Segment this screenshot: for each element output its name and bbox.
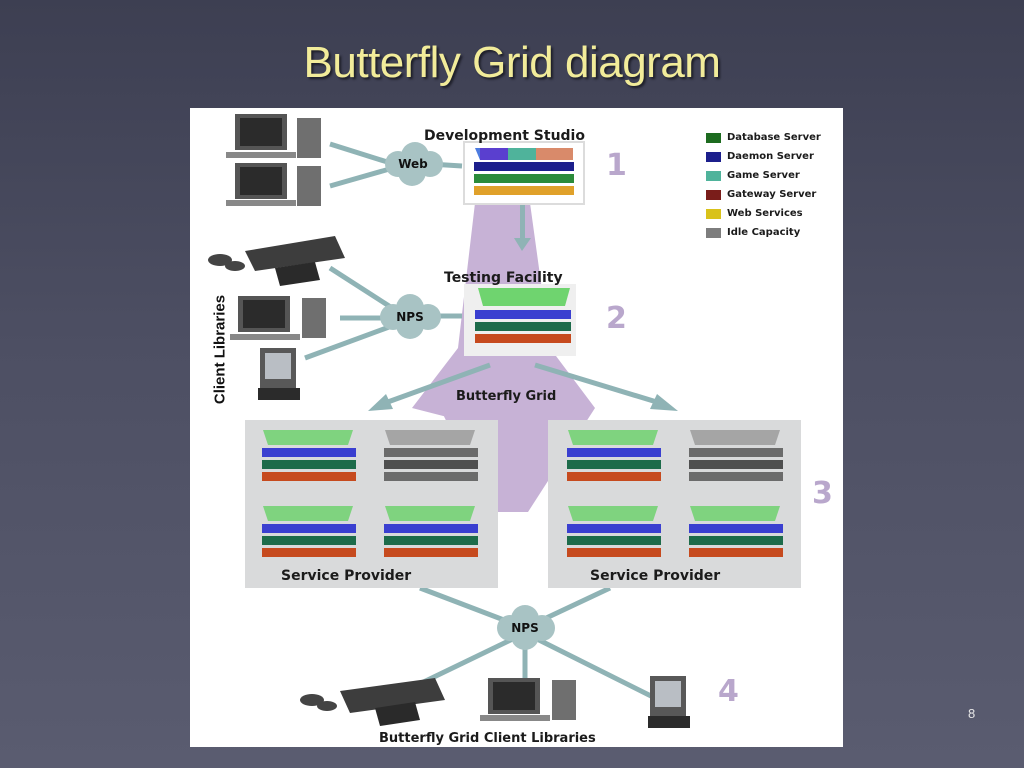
client-libraries-caption: Butterfly Grid Client Libraries bbox=[379, 731, 596, 746]
desktop-computer-icon bbox=[226, 163, 321, 206]
legend-label: Game Server bbox=[727, 170, 800, 181]
nps-cloud-label: NPS bbox=[511, 621, 539, 635]
testing-facility-label: Testing Facility bbox=[444, 270, 563, 286]
butterfly-grid-diagram: Development Studio Testing Facility Butt… bbox=[190, 108, 843, 747]
legend-item: Web Services bbox=[706, 204, 821, 223]
diagram-graphics bbox=[208, 114, 801, 728]
cloud-icon bbox=[385, 142, 443, 186]
page-number: 8 bbox=[968, 706, 976, 721]
server-rack-icon bbox=[567, 430, 661, 481]
step-number: 1 bbox=[606, 148, 627, 183]
game-console-icon bbox=[208, 236, 345, 286]
development-studio-label: Development Studio bbox=[424, 128, 585, 144]
legend-item: Game Server bbox=[706, 166, 821, 185]
step-number: 2 bbox=[606, 301, 627, 336]
legend-swatch bbox=[706, 170, 721, 181]
legend-swatch bbox=[706, 189, 721, 200]
legend-item: Database Server bbox=[706, 128, 821, 147]
server-rack-icon bbox=[689, 506, 783, 557]
legend-item: Daemon Server bbox=[706, 147, 821, 166]
step-number: 3 bbox=[812, 476, 833, 511]
butterfly-grid-label: Butterfly Grid bbox=[456, 389, 557, 404]
legend-item: Idle Capacity bbox=[706, 223, 821, 242]
legend-swatch bbox=[706, 132, 721, 143]
legend-label: Gateway Server bbox=[727, 189, 817, 200]
service-provider-box bbox=[245, 420, 498, 588]
legend: Database Server Daemon Server Game Serve… bbox=[706, 128, 821, 242]
step-number: 4 bbox=[718, 674, 739, 709]
service-provider-label: Service Provider bbox=[281, 568, 412, 584]
legend-swatch bbox=[706, 227, 721, 238]
legend-item: Gateway Server bbox=[706, 185, 821, 204]
server-rack-icon bbox=[567, 506, 661, 557]
nps-cloud-label: NPS bbox=[396, 310, 424, 324]
server-rack-icon bbox=[262, 430, 356, 481]
game-console-icon bbox=[300, 678, 445, 726]
desktop-computer-icon bbox=[230, 296, 326, 340]
legend-label: Idle Capacity bbox=[727, 227, 801, 238]
legend-label: Database Server bbox=[727, 132, 821, 143]
legend-label: Daemon Server bbox=[727, 151, 814, 162]
web-cloud-label: Web bbox=[398, 157, 428, 171]
legend-swatch bbox=[706, 208, 721, 219]
flow-arrows bbox=[368, 205, 678, 411]
client-libraries-label: Client Libraries bbox=[211, 294, 229, 405]
desktop-computer-icon bbox=[226, 114, 321, 158]
server-rack-icon bbox=[262, 506, 356, 557]
cloud-icon bbox=[497, 605, 555, 650]
service-provider-box bbox=[548, 420, 801, 588]
legend-swatch bbox=[706, 151, 721, 162]
cloud-icon bbox=[380, 294, 441, 339]
slide-title: Butterfly Grid diagram bbox=[303, 38, 721, 87]
pda-icon bbox=[648, 676, 690, 728]
server-rack-icon bbox=[384, 430, 478, 481]
server-rack-icon bbox=[464, 284, 576, 356]
server-rack-icon bbox=[689, 430, 783, 481]
service-provider-label: Service Provider bbox=[590, 568, 721, 584]
legend-label: Web Services bbox=[727, 208, 803, 219]
pda-icon bbox=[258, 348, 300, 400]
server-rack-icon bbox=[463, 141, 585, 205]
desktop-computer-icon bbox=[480, 678, 576, 721]
server-rack-icon bbox=[384, 506, 478, 557]
